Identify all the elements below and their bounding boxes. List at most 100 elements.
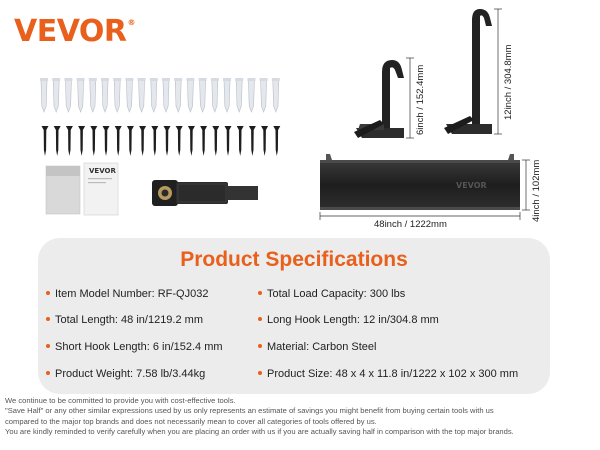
screw-icon	[261, 126, 269, 156]
wall-anchor-collar	[271, 78, 280, 81]
wall-anchor-icon	[223, 79, 231, 113]
bullet-icon	[46, 291, 50, 296]
spec-item-long-hook: Long Hook Length: 12 in/304.8 mm	[258, 314, 439, 326]
disclaimer: We continue to be committed to provide y…	[5, 396, 597, 438]
bullet-icon	[258, 291, 262, 296]
brand-name: VEVOR	[14, 14, 127, 49]
wall-anchor-collar	[247, 78, 256, 81]
spec-title: Product Specifications	[180, 248, 408, 271]
wall-anchor-icon	[272, 79, 280, 113]
wall-anchor-collar	[186, 78, 195, 81]
spec-item-weight: Product Weight: 7.58 lb/3.44kg	[46, 368, 205, 380]
spec-text: Long Hook Length: 12 in/304.8 mm	[267, 314, 439, 326]
wall-anchor-icon	[40, 78, 280, 113]
brand-logo: VEVOR®	[14, 14, 135, 49]
screw-icon	[236, 126, 244, 156]
rail-icon: VEVOR	[320, 154, 520, 210]
wall-anchor-icon	[162, 79, 170, 113]
wall-anchor-icon	[199, 79, 206, 113]
wall-anchor-collar	[162, 78, 170, 81]
disclaimer-line: We continue to be committed to provide y…	[5, 396, 236, 405]
wall-anchor-collar	[174, 78, 183, 81]
screw-icon	[102, 126, 110, 156]
screw-icon	[53, 126, 61, 156]
bullet-icon	[46, 317, 50, 322]
screw-icon	[126, 126, 134, 156]
spec-text: Total Load Capacity: 300 lbs	[267, 288, 406, 300]
wall-anchor-icon	[138, 79, 145, 113]
screw-icon	[41, 126, 281, 156]
screw-icon	[151, 126, 159, 156]
disclaimer-line: "Save Half" or any other similar express…	[5, 406, 494, 416]
wall-anchor-collar	[198, 78, 207, 81]
screw-icon	[212, 126, 220, 156]
long-hook-dimension: 12inch / 304.8mm	[503, 44, 514, 120]
spec-item-total-length: Total Length: 48 in/1219.2 mm	[46, 314, 203, 326]
screw-icon	[90, 126, 98, 156]
wall-anchor-icon	[65, 79, 72, 113]
wall-anchor-collar	[113, 78, 122, 81]
wall-anchor-icon	[187, 79, 194, 113]
wall-anchor-icon	[260, 79, 267, 113]
wall-anchor-collar	[137, 78, 146, 81]
spec-text: Product Size: 48 x 4 x 11.8 in/1222 x 10…	[267, 368, 519, 380]
spec-text: Item Model Number: RF-QJ032	[55, 288, 209, 300]
wall-anchor-icon	[52, 79, 60, 113]
bullet-icon	[46, 344, 50, 349]
screw-icon	[163, 126, 171, 156]
spec-item-short-hook: Short Hook Length: 6 in/152.4 mm	[46, 341, 223, 353]
wall-anchor-collar	[210, 78, 219, 81]
spec-text: Total Length: 48 in/1219.2 mm	[55, 314, 203, 326]
manual-logo: VEVOR	[89, 167, 116, 175]
wall-anchor-collar	[40, 78, 48, 81]
wall-anchor-collar	[88, 78, 97, 81]
wall-anchor-collar	[259, 78, 268, 81]
dimension-lines	[319, 8, 530, 220]
spec-panel: Product Specifications Item Model Number…	[38, 238, 550, 394]
wall-anchor-icon	[126, 79, 133, 113]
wall-anchor-icon	[101, 79, 109, 113]
wall-anchor-icon	[89, 79, 97, 113]
spec-item-material: Material: Carbon Steel	[258, 341, 376, 353]
bullet-icon	[46, 371, 50, 376]
screw-icon	[273, 126, 281, 156]
screw-icon	[78, 126, 86, 156]
bullet-icon	[258, 344, 262, 349]
spec-item-product-size: Product Size: 48 x 4 x 11.8 in/1222 x 10…	[258, 368, 518, 380]
screw-icon	[139, 126, 147, 156]
disclaimer-line: compared to the major top brands and doe…	[5, 416, 377, 426]
wall-anchor-collar	[52, 78, 61, 81]
wall-anchor-icon	[248, 79, 255, 113]
screw-icon	[187, 126, 195, 156]
screw-icon	[114, 126, 122, 156]
rail-height-dimension: 4inch / 102mm	[531, 159, 542, 222]
disclaimer-line: You are kindly reminded to verify carefu…	[5, 427, 514, 437]
wall-anchor-collar	[235, 78, 244, 81]
short-hook-icon	[354, 60, 404, 138]
spec-text: Material: Carbon Steel	[267, 341, 377, 353]
wall-anchor-collar	[64, 78, 73, 81]
spec-item-model: Item Model Number: RF-QJ032	[46, 288, 208, 300]
spec-item-load-capacity: Total Load Capacity: 300 lbs	[258, 288, 405, 300]
long-hook-icon	[444, 9, 492, 134]
spec-text: Product Weight: 7.58 lb/3.44kg	[55, 368, 206, 380]
wall-anchor-icon	[174, 79, 182, 113]
product-illustration: VEVOR VEVOR	[40, 8, 530, 220]
wall-anchor-collar	[101, 78, 109, 81]
strap-icon	[152, 180, 258, 206]
wall-anchor-collar	[125, 78, 134, 81]
wall-anchor-collar	[76, 78, 85, 81]
wall-anchor-icon	[150, 79, 158, 113]
spec-text: Short Hook Length: 6 in/152.4 mm	[55, 341, 223, 353]
screw-icon	[200, 126, 208, 156]
wall-anchor-icon	[211, 79, 219, 113]
rail-length-dimension: 48inch / 1222mm	[374, 219, 447, 230]
screw-icon	[224, 126, 232, 156]
bullet-icon	[258, 317, 262, 322]
short-hook-dimension: 6inch / 152.4mm	[415, 64, 426, 135]
wall-anchor-icon	[77, 79, 84, 113]
bullet-icon	[258, 371, 262, 376]
screw-icon	[41, 126, 49, 156]
screw-icon	[175, 126, 183, 156]
screw-icon	[248, 126, 256, 156]
